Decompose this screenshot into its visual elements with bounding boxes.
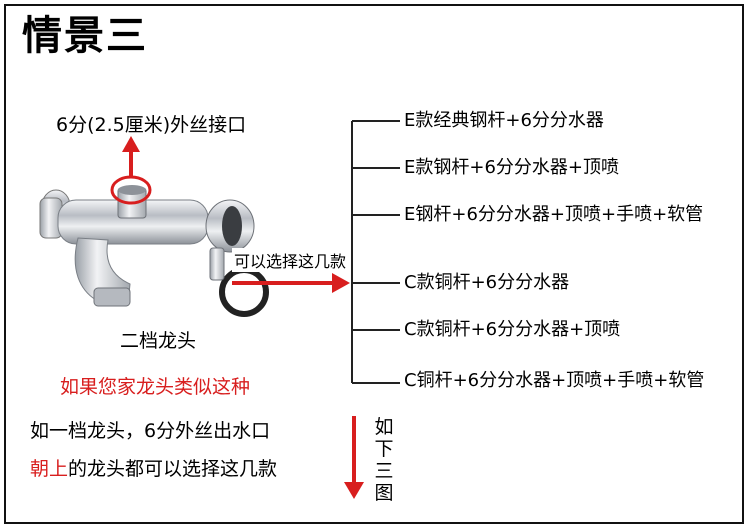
arrow-label: 可以选择这几款 xyxy=(232,248,349,272)
faucet-caption: 二档龙头 xyxy=(120,330,197,352)
option-item: C款铜杆+6分分水器 xyxy=(404,272,570,293)
note-highlight: 朝上 xyxy=(30,458,69,480)
option-item: C铜杆+6分分水器+顶喷+手喷+软管 xyxy=(404,370,705,391)
diagram-graphics xyxy=(39,120,400,499)
option-bracket xyxy=(351,120,400,384)
outlet-label: 6分(2.5厘米)外丝接口 xyxy=(56,114,247,136)
page-title: 情景三 xyxy=(22,13,148,59)
faucet-image xyxy=(39,185,269,317)
vertical-caption: 如 下 三 图 xyxy=(372,416,396,504)
vertical-char: 三 xyxy=(374,460,394,482)
vertical-char: 下 xyxy=(374,438,394,460)
vertical-char: 如 xyxy=(374,416,394,438)
right-arrow xyxy=(232,273,350,293)
note-line-2: 朝上的龙头都可以选择这几款 xyxy=(30,454,277,481)
outlet-highlight-circle xyxy=(110,175,152,205)
up-arrow xyxy=(122,136,140,178)
down-arrow xyxy=(344,416,364,499)
option-item: C款铜杆+6分分水器+顶喷 xyxy=(404,319,621,340)
option-item: E款经典钢杆+6分分水器 xyxy=(404,110,604,131)
option-item: E钢杆+6分分水器+顶喷+手喷+软管 xyxy=(404,204,704,225)
option-item: E款钢杆+6分分水器+顶喷 xyxy=(404,157,619,178)
note-rest: 的龙头都可以选择这几款 xyxy=(68,458,278,480)
note-line-1: 如一档龙头，6分外丝出水口 xyxy=(30,420,271,442)
vertical-char: 图 xyxy=(374,482,394,504)
similar-caption: 如果您家龙头类似这种 xyxy=(60,376,251,398)
